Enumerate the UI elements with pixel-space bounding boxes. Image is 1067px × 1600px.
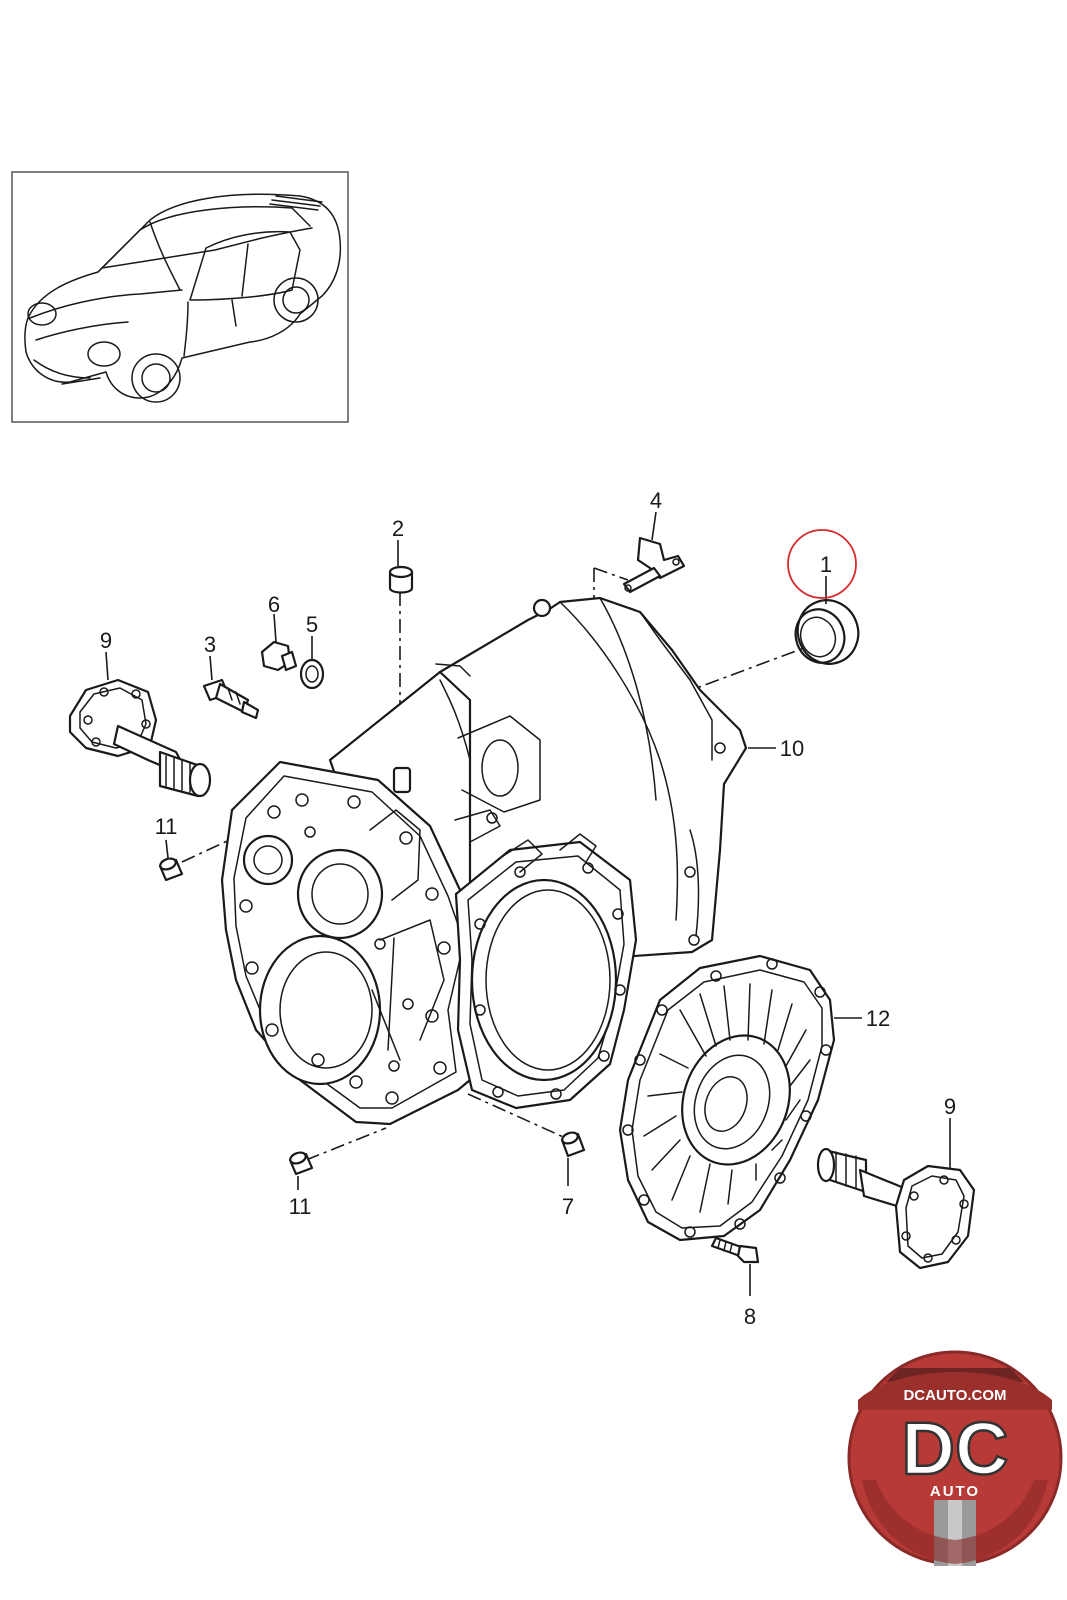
logo-top-text: DCAUTO.COM [903,1387,1006,1404]
dcauto-logo: DCAUTO.COM DC AUTO [847,1350,1063,1566]
flange-shaft-right [816,1147,976,1270]
dowel-7 [560,1131,586,1158]
logo-main-text: DC [902,1407,1009,1490]
seal-ring [794,599,860,665]
vehicle-thumbnail [11,171,349,423]
callout-3[interactable]: 3 [204,632,216,657]
bracket [622,536,686,594]
callout-7[interactable]: 7 [562,1194,574,1219]
callout-12[interactable]: 12 [866,1006,890,1031]
plug-screw [260,640,298,672]
callout-8[interactable]: 8 [744,1304,756,1329]
car-illustration [24,193,342,403]
callout-9-left[interactable]: 9 [100,628,112,653]
highlight-circle [787,529,857,599]
callout-2[interactable]: 2 [392,516,404,541]
callout-10[interactable]: 10 [780,736,804,761]
callout-9-right[interactable]: 9 [944,1094,956,1119]
sensor-switch [202,678,260,720]
callout-4[interactable]: 4 [650,488,662,513]
side-cover [618,954,836,1242]
callout-11-left[interactable]: 11 [155,814,178,839]
callout-1[interactable]: 1 [820,552,832,577]
plug [388,565,414,594]
dowel-11-left [158,857,184,882]
bolt [710,1236,760,1264]
logo-sub-text: AUTO [930,1483,980,1500]
leader-lines [105,511,951,1296]
dowel-11-bottom [288,1151,314,1176]
washer [299,658,325,690]
flange-shaft-left [68,678,212,798]
callout-labels: 1 2 3 4 5 6 7 8 9 9 10 11 11 12 [100,488,956,1329]
callout-6[interactable]: 6 [268,592,280,617]
transmission-housing [220,596,748,1126]
callout-11-bottom[interactable]: 11 [289,1194,312,1219]
callout-5[interactable]: 5 [306,612,318,637]
